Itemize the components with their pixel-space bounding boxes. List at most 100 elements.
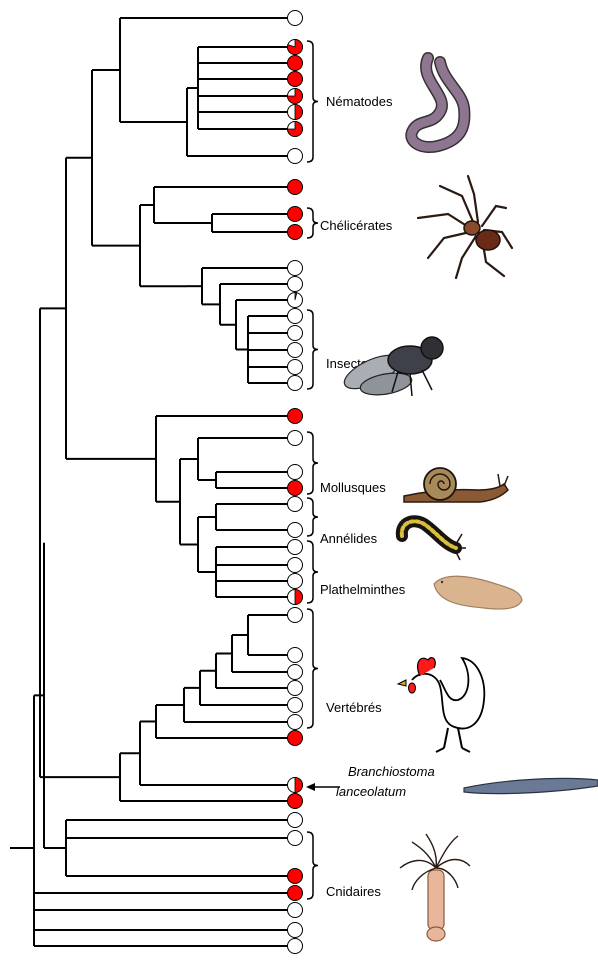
leaf-node — [288, 665, 303, 680]
bracket-insects — [307, 310, 318, 389]
leaf-node — [288, 326, 303, 341]
leaf-node-circle — [288, 903, 303, 918]
leaf-node-circle — [288, 698, 303, 713]
leaf-node-circle — [288, 409, 303, 424]
leaf-node — [288, 731, 303, 746]
spider-icon — [418, 176, 512, 278]
leaf-node — [288, 698, 303, 713]
leaf-node-circle — [288, 665, 303, 680]
leaf-node — [288, 608, 303, 623]
leaf-node — [288, 149, 303, 164]
leaf-node-circle — [288, 376, 303, 391]
leaf-node-circle — [288, 497, 303, 512]
leaf-node — [288, 309, 303, 324]
leaf-node-circle — [288, 149, 303, 164]
group-label-chelicerates: Chélicérates — [320, 218, 393, 233]
leaf-node-circle — [288, 608, 303, 623]
leaf-node — [288, 40, 303, 55]
sea-anemone-icon — [400, 834, 470, 941]
leaf-node-circle — [288, 326, 303, 341]
leaf-node — [288, 523, 303, 538]
leaf-node — [288, 540, 303, 555]
leaf-node-circle — [288, 923, 303, 938]
nematode-worm-icon — [411, 58, 464, 147]
leaf-node-circle — [288, 11, 303, 26]
leaf-node — [288, 813, 303, 828]
leaf-node-fill — [295, 590, 303, 605]
leaf-node — [288, 89, 303, 104]
leaf-node — [288, 343, 303, 358]
leaf-node-fill — [295, 778, 303, 793]
leaf-nodes — [288, 11, 303, 954]
group-label-annelids: Annélides — [320, 531, 378, 546]
leaf-node — [288, 122, 303, 137]
leaf-node-circle — [288, 261, 303, 276]
leaf-node-circle — [288, 794, 303, 809]
bracket-chelicerates — [307, 208, 318, 238]
bracket-flatworms — [307, 541, 318, 603]
leaf-node — [288, 376, 303, 391]
leaf-node — [288, 261, 303, 276]
leaf-node — [288, 11, 303, 26]
leaf-node-circle — [288, 715, 303, 730]
leaf-node — [288, 180, 303, 195]
group-label-lancelet-species: lanceolatum — [336, 784, 406, 799]
flatworm-icon — [434, 576, 522, 609]
leaf-node — [288, 831, 303, 846]
leaf-node-circle — [288, 277, 303, 292]
leaf-node-circle — [288, 939, 303, 954]
leaf-node — [288, 293, 303, 308]
annelid-worm-icon — [402, 521, 466, 560]
leaf-node-circle — [288, 360, 303, 375]
leaf-node — [288, 277, 303, 292]
leaf-node-circle — [288, 540, 303, 555]
leaf-node-circle — [288, 481, 303, 496]
leaf-node — [288, 409, 303, 424]
leaf-node-circle — [288, 831, 303, 846]
leaf-node-circle — [288, 813, 303, 828]
leaf-node — [288, 497, 303, 512]
leaf-node — [288, 431, 303, 446]
lancelet-arrow — [306, 783, 340, 791]
leaf-node — [288, 225, 303, 240]
leaf-node-circle — [288, 869, 303, 884]
group-label-molluscs: Mollusques — [320, 480, 386, 495]
group-label-flatworms: Plathelminthes — [320, 582, 406, 597]
leaf-node — [288, 903, 303, 918]
leaf-node-circle — [288, 886, 303, 901]
leaf-node — [288, 939, 303, 954]
leaf-node-circle — [288, 56, 303, 71]
rooster-icon — [398, 658, 484, 752]
group-label-vertebrates: Vertébrés — [326, 700, 382, 715]
tree-branches — [10, 18, 295, 946]
fly-icon — [340, 337, 443, 398]
bracket-annelids — [307, 498, 318, 536]
leaf-node — [288, 465, 303, 480]
bracket-nematodes — [307, 41, 318, 162]
leaf-node-circle — [288, 574, 303, 589]
bracket-molluscs — [307, 432, 318, 494]
leaf-node — [288, 778, 303, 793]
lancelet-icon — [464, 778, 598, 793]
leaf-node-circle — [288, 72, 303, 87]
leaf-node — [288, 207, 303, 222]
bracket-vertebrates — [307, 609, 318, 728]
leaf-node-fill — [295, 105, 303, 120]
leaf-node — [288, 794, 303, 809]
leaf-node-circle — [288, 731, 303, 746]
leaf-node — [288, 558, 303, 573]
leaf-node — [288, 56, 303, 71]
leaf-node-circle — [288, 225, 303, 240]
leaf-node-circle — [288, 465, 303, 480]
bracket-cnidarians — [307, 832, 318, 899]
leaf-node-circle — [288, 431, 303, 446]
group-label-nematodes: Nématodes — [326, 94, 393, 109]
leaf-node-circle — [288, 648, 303, 663]
leaf-node-circle — [288, 207, 303, 222]
leaf-node — [288, 681, 303, 696]
leaf-node-circle — [288, 343, 303, 358]
snail-icon — [404, 468, 508, 502]
leaf-node-circle — [288, 523, 303, 538]
leaf-node — [288, 923, 303, 938]
